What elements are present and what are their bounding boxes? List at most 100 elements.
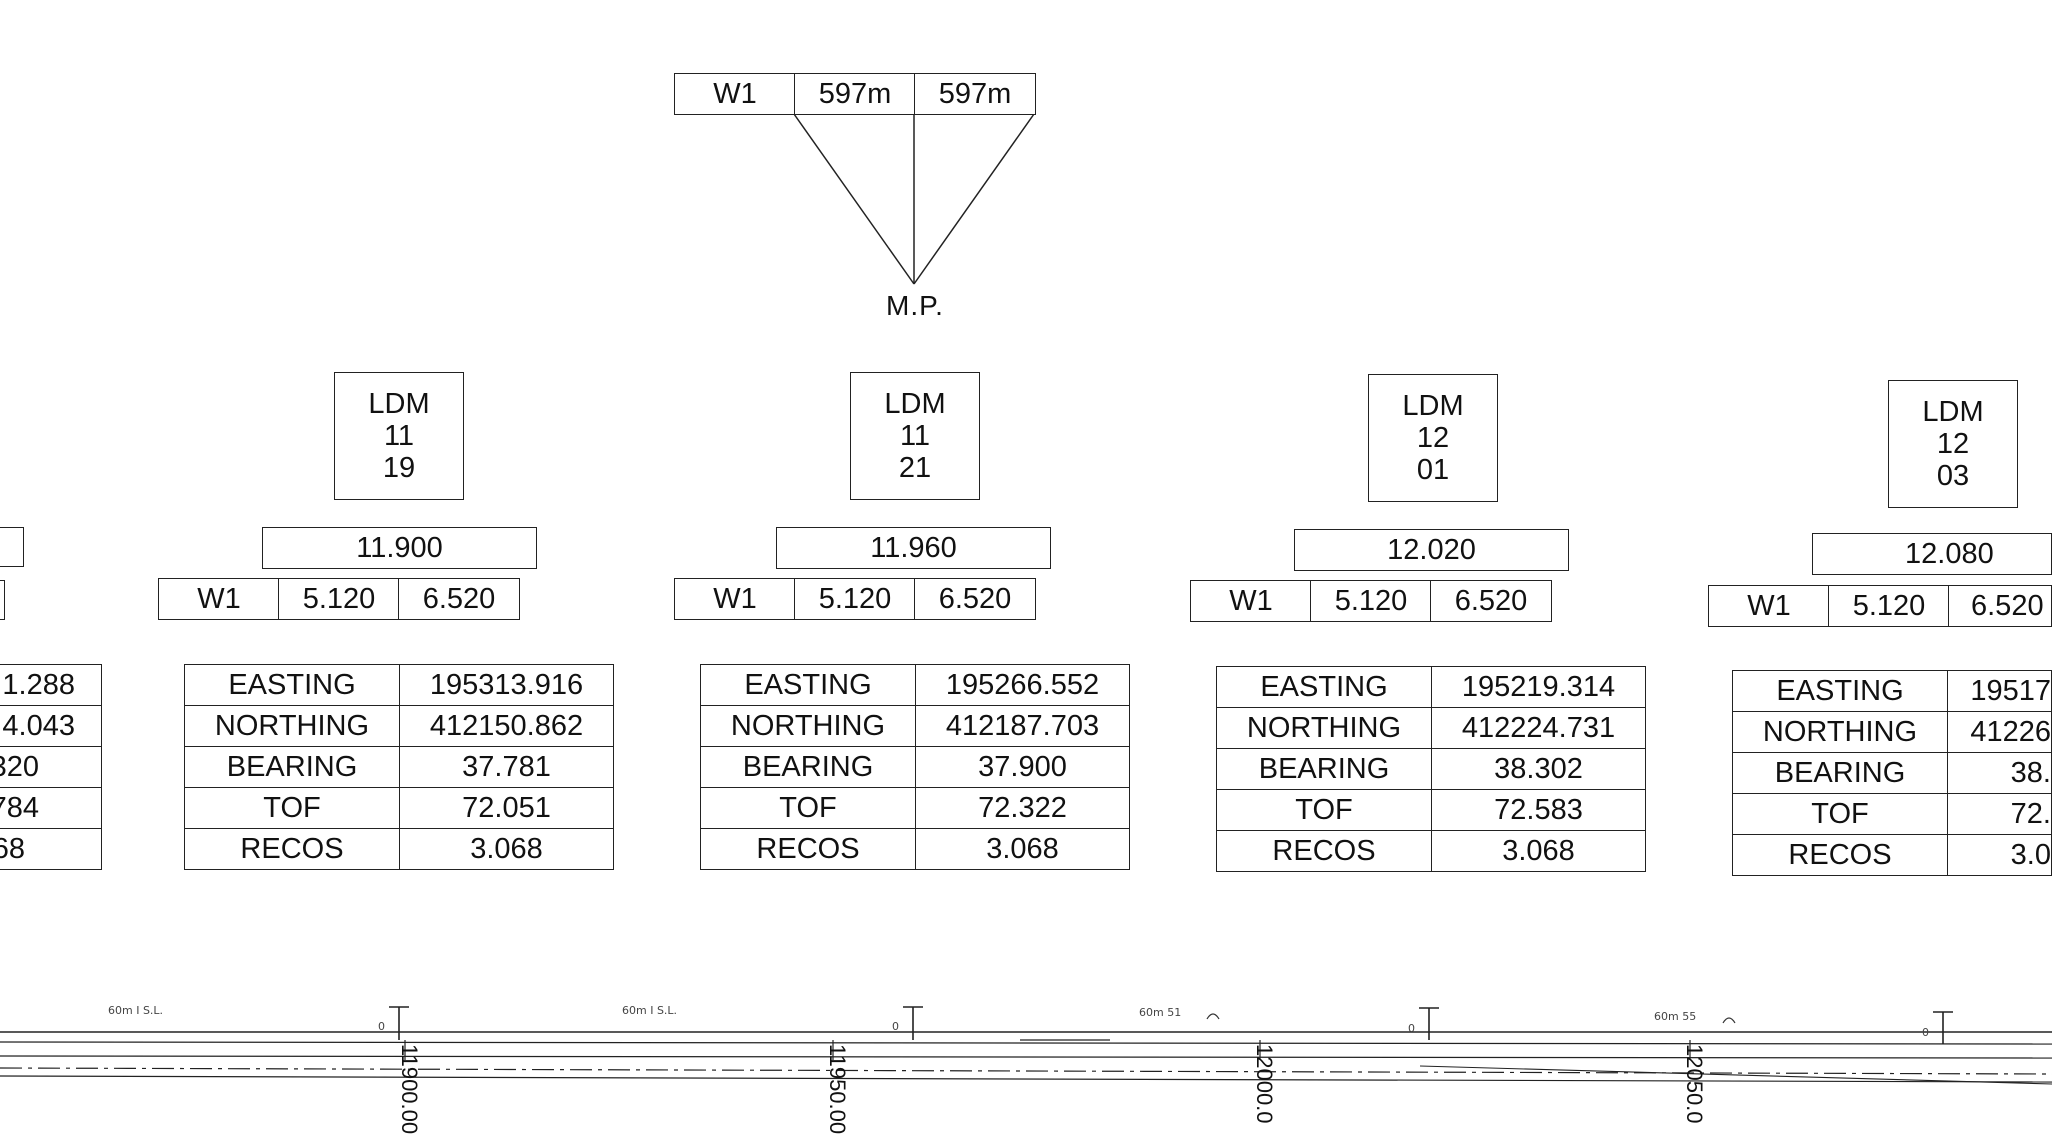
ldm-number: 11 xyxy=(899,420,931,452)
table-label: BEARING xyxy=(1732,752,1948,794)
table-label: BEARING xyxy=(1216,748,1432,790)
partial-code-box xyxy=(0,580,5,620)
table-label: EASTING xyxy=(1216,666,1432,708)
table-value: 72.583 xyxy=(1431,789,1646,831)
post-markers xyxy=(389,1006,1953,1044)
table-label: RECOS xyxy=(184,828,400,870)
ldm-label: LDM xyxy=(1922,396,1984,428)
table-cell: 320 xyxy=(0,746,102,788)
chainage-label: 11900.00 xyxy=(397,1044,422,1135)
chainage-label: 12000.0 xyxy=(1252,1044,1277,1124)
table-value: 37.900 xyxy=(915,746,1130,788)
table-cell: 4.043 xyxy=(0,705,102,747)
value-cell: 6.520 xyxy=(1430,580,1552,622)
chainage-box: 11.900 xyxy=(262,527,537,569)
table-row: 320 xyxy=(0,746,102,788)
ldm-label: LDM xyxy=(368,388,430,420)
table-value: 195313.916 xyxy=(399,664,614,706)
table-label: EASTING xyxy=(1732,670,1948,712)
value-cell: 6.520 xyxy=(914,578,1036,620)
table-cell: 784 xyxy=(0,787,102,829)
legend-length-1: 597m xyxy=(794,73,916,115)
table-label: EASTING xyxy=(184,664,400,706)
chainage-box: 11.960 xyxy=(776,527,1051,569)
value-cell: 5.120 xyxy=(1828,585,1950,627)
ldm-number: 01 xyxy=(1416,454,1450,486)
value-cell: 6.520 xyxy=(398,578,520,620)
table-cell: 68 xyxy=(0,828,102,870)
table-value: 412150.862 xyxy=(399,705,614,747)
table-label: NORTHING xyxy=(1732,711,1948,753)
table-value: 72. xyxy=(1947,793,2052,835)
legend-code: W1 xyxy=(674,73,796,115)
post-label: 0 xyxy=(1408,1022,1415,1035)
table-value: 37.781 xyxy=(399,746,614,788)
code-cell: W1 xyxy=(158,578,280,620)
post-label: 0 xyxy=(378,1020,385,1033)
table-label: NORTHING xyxy=(700,705,916,747)
ldm-number: 03 xyxy=(1936,460,1970,492)
post-label: 0 xyxy=(892,1020,899,1033)
mp-triangle xyxy=(793,113,1035,285)
legend-length-2: 597m xyxy=(914,73,1036,115)
table-label: TOF xyxy=(1216,789,1432,831)
table-label: RECOS xyxy=(1732,834,1948,876)
table-value: 72.322 xyxy=(915,787,1130,829)
code-cell: W1 xyxy=(674,578,796,620)
track-lines xyxy=(0,1031,2052,1085)
table-row: 68 xyxy=(0,828,102,870)
track-annotation: 60m 51 xyxy=(1139,1006,1182,1019)
table-value: 41226 xyxy=(1947,711,2052,753)
ldm-box: LDM 11 19 xyxy=(334,372,464,500)
value-cell: 5.120 xyxy=(1310,580,1432,622)
table-label: TOF xyxy=(1732,793,1948,835)
chainage-label: 11950.00 xyxy=(825,1044,850,1135)
chainage-ticks xyxy=(404,1040,1691,1060)
table-label: NORTHING xyxy=(1216,707,1432,749)
ldm-box: LDM 12 03 xyxy=(1888,380,2018,508)
table-value: 3.0 xyxy=(1947,834,2052,876)
table-value: 3.068 xyxy=(399,828,614,870)
ldm-label: LDM xyxy=(884,388,946,420)
value-cell: 5.120 xyxy=(794,578,916,620)
ldm-number: 21 xyxy=(898,452,932,484)
mp-label: M.P. xyxy=(886,290,944,321)
table-label: RECOS xyxy=(1216,830,1432,872)
ldm-label: LDM xyxy=(1402,390,1464,422)
table-value: 19517 xyxy=(1947,670,2052,712)
table-value: 3.068 xyxy=(1431,830,1646,872)
table-label: TOF xyxy=(184,787,400,829)
chainage-label: 12050.0 xyxy=(1682,1044,1707,1124)
partial-data-table: 1.288 4.043 320 784 68 xyxy=(0,664,102,870)
track-annotation: 60m I S.L. xyxy=(108,1004,164,1017)
table-label: TOF xyxy=(700,787,916,829)
table-value: 72.051 xyxy=(399,787,614,829)
table-label: RECOS xyxy=(700,828,916,870)
value-cell: 6.520 xyxy=(1948,585,2052,627)
ldm-number: 12 xyxy=(1416,422,1450,454)
table-row: 784 xyxy=(0,787,102,829)
ldm-number: 11 xyxy=(383,420,415,452)
track-annotation: 60m I S.L. xyxy=(622,1004,678,1017)
